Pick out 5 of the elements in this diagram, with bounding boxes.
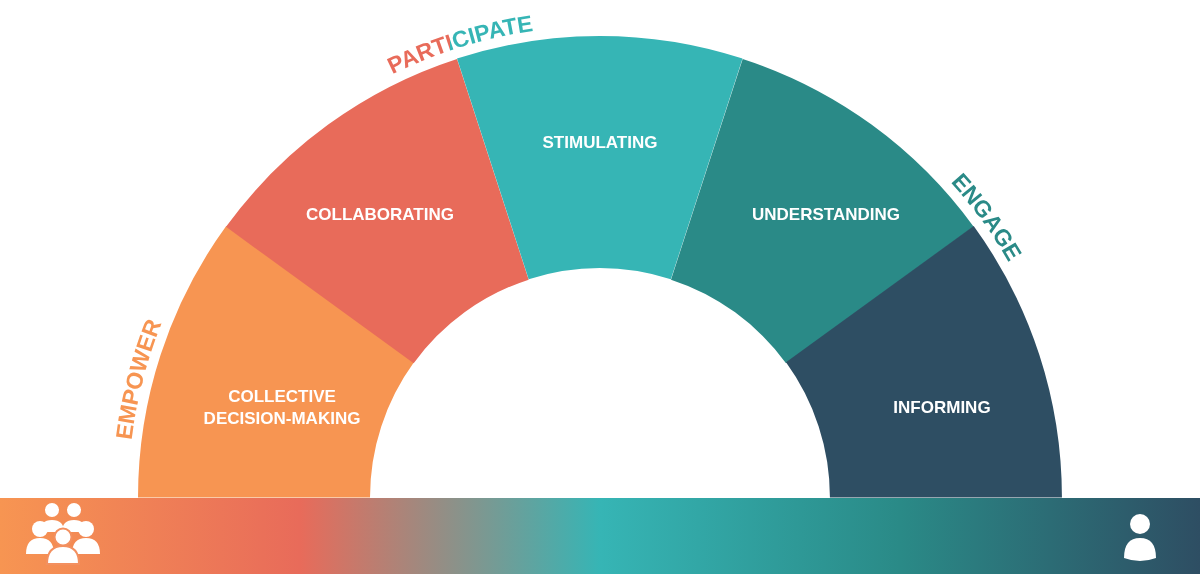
segment-label: STIMULATING [542,132,658,154]
segment-label: UNDERSTANDING [752,204,900,226]
segment-label: INFORMING [893,397,991,419]
segment-label: COLLECTIVE DECISION-MAKING [202,386,362,430]
segment-label: COLLABORATING [306,204,454,226]
